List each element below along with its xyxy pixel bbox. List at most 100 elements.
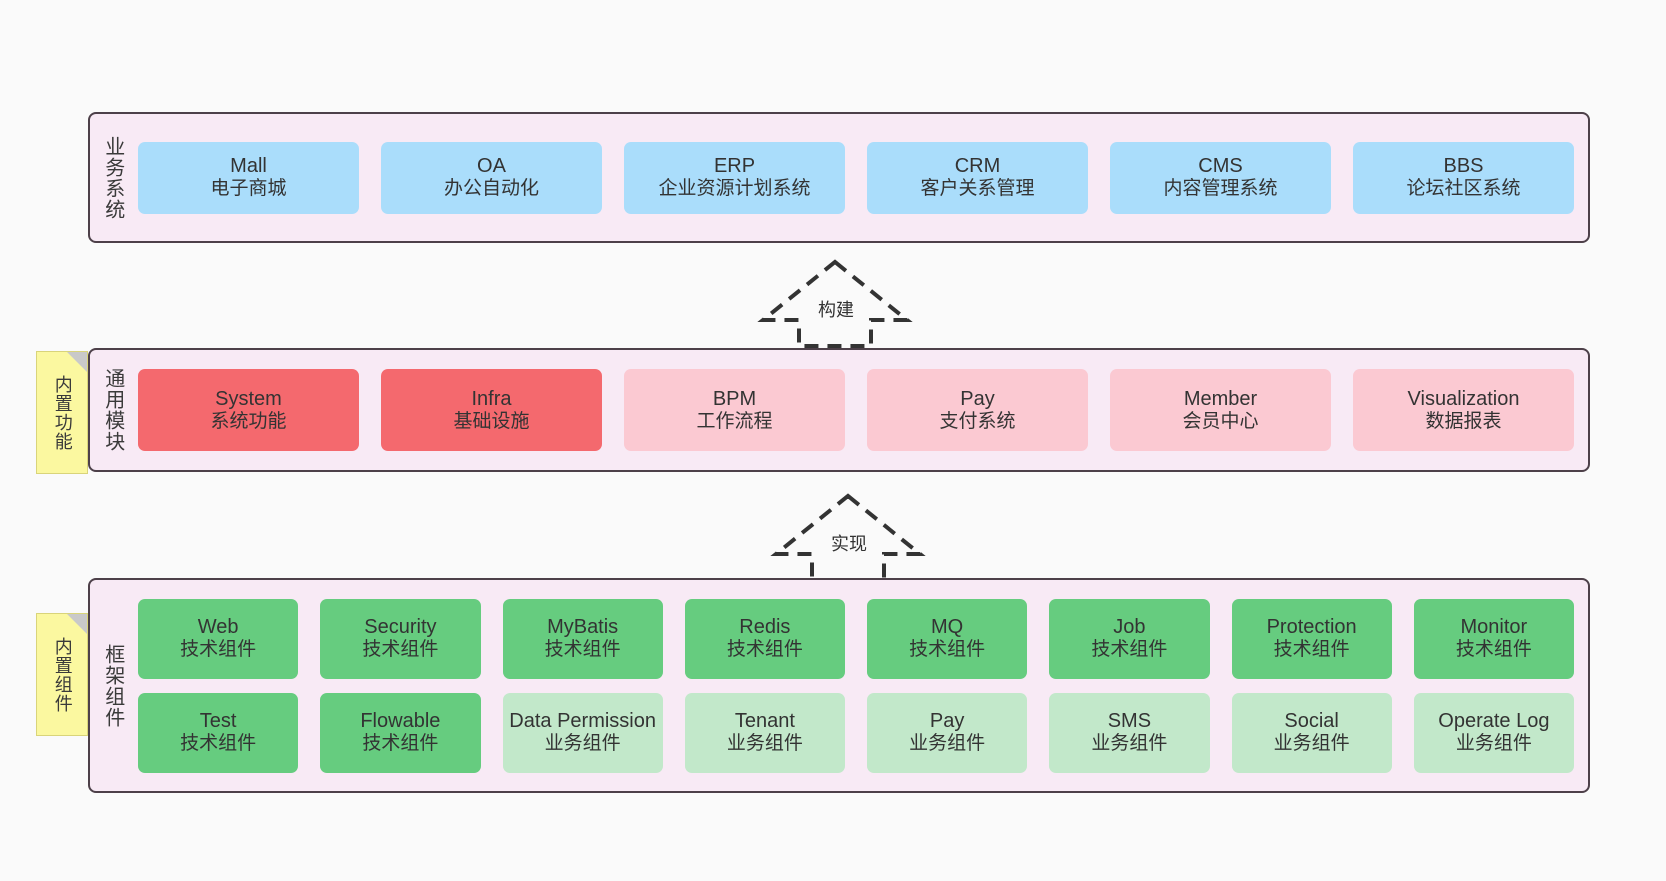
card-title: Operate Log	[1438, 710, 1550, 733]
card-job[interactable]: Job 技术组件	[1049, 598, 1210, 679]
card-system[interactable]: System 系统功能	[138, 369, 359, 451]
card-title: System	[215, 387, 282, 410]
card-subtitle: 业务组件	[544, 733, 621, 755]
card-operate-log[interactable]: Operate Log 业务组件	[1413, 692, 1574, 773]
sticky-note-builtin-components: 内置组件	[36, 613, 88, 736]
card-subtitle: 办公自动化	[443, 178, 539, 200]
card-subtitle: 技术组件	[362, 733, 439, 755]
card-subtitle: 技术组件	[726, 639, 803, 661]
card-pay-component[interactable]: Pay 业务组件	[867, 692, 1028, 773]
card-subtitle: 技术组件	[180, 733, 257, 755]
card-test[interactable]: Test 技术组件	[138, 692, 299, 773]
card-title: OA	[477, 155, 506, 178]
card-subtitle: 技术组件	[362, 639, 439, 661]
card-redis[interactable]: Redis 技术组件	[684, 598, 845, 679]
card-subtitle: 技术组件	[909, 639, 986, 661]
card-subtitle: 业务组件	[1455, 733, 1532, 755]
arrow-build: 构建	[755, 258, 915, 348]
card-bbs[interactable]: BBS 论坛社区系统	[1353, 141, 1574, 214]
card-title: BPM	[712, 387, 757, 410]
card-protection[interactable]: Protection 技术组件	[1231, 598, 1392, 679]
card-subtitle: 论坛社区系统	[1406, 178, 1521, 200]
arrow-label-implement: 实现	[831, 534, 867, 554]
layer-label-common-modules: 通用模块	[101, 368, 124, 452]
up-arrow-icon	[757, 259, 913, 348]
card-subtitle: 会员中心	[1182, 410, 1259, 432]
layer-common-modules: 通用模块 System 系统功能 Infra 基础设施 BPM 工作流程 Pay…	[88, 348, 1590, 472]
card-subtitle: 工作流程	[696, 410, 773, 432]
card-data-permission[interactable]: Data Permission 业务组件	[502, 692, 663, 773]
card-subtitle: 企业资源计划系统	[658, 178, 811, 200]
card-title: Pay	[929, 710, 965, 733]
card-social[interactable]: Social 业务组件	[1231, 692, 1392, 773]
card-pay-module[interactable]: Pay 支付系统	[867, 369, 1088, 451]
card-subtitle: 业务组件	[1091, 733, 1168, 755]
card-web[interactable]: Web 技术组件	[138, 598, 299, 679]
card-mq[interactable]: MQ 技术组件	[867, 598, 1028, 679]
card-title: Web	[197, 616, 239, 639]
layer-label-business-system: 业务系统	[101, 135, 124, 220]
card-erp[interactable]: ERP 企业资源计划系统	[624, 141, 845, 214]
card-subtitle: 技术组件	[1091, 639, 1168, 661]
arrow-label-build: 构建	[818, 300, 854, 320]
card-bpm[interactable]: BPM 工作流程	[624, 369, 845, 451]
sticky-note-label: 内置组件	[52, 636, 73, 713]
card-cms[interactable]: CMS 内容管理系统	[1110, 141, 1331, 214]
card-title: BBS	[1443, 155, 1484, 178]
card-title: Flowable	[360, 710, 441, 733]
card-mybatis[interactable]: MyBatis 技术组件	[502, 598, 663, 679]
card-title: Protection	[1266, 616, 1357, 639]
layer-business-system: 业务系统 Mall 电子商城 OA 办公自动化 ERP 企业资源计划系统 CRM…	[88, 112, 1590, 243]
card-subtitle: 业务组件	[1273, 733, 1350, 755]
card-subtitle: 业务组件	[909, 733, 986, 755]
card-grid-business-system: Mall 电子商城 OA 办公自动化 ERP 企业资源计划系统 CRM 客户关系…	[134, 114, 1588, 241]
card-title: Monitor	[1460, 616, 1528, 639]
card-title: SMS	[1107, 710, 1152, 733]
card-security[interactable]: Security 技术组件	[320, 598, 481, 679]
sticky-note-label: 内置功能	[52, 374, 73, 451]
card-title: Tenant	[734, 710, 795, 733]
card-flowable[interactable]: Flowable 技术组件	[320, 692, 481, 773]
card-subtitle: 内容管理系统	[1163, 178, 1278, 200]
card-subtitle: 系统功能	[210, 410, 287, 432]
card-title: Infra	[471, 387, 512, 410]
card-title: Pay	[960, 387, 995, 410]
card-member[interactable]: Member 会员中心	[1110, 369, 1331, 451]
card-grid-framework-components: Web 技术组件 Security 技术组件 MyBatis 技术组件 Redi…	[134, 580, 1588, 791]
layer-label-framework-components: 框架组件	[101, 643, 124, 728]
arrow-implement: 实现	[768, 492, 928, 582]
card-title: CRM	[954, 155, 1001, 178]
card-title: Social	[1284, 710, 1339, 733]
card-title: Mall	[230, 155, 267, 178]
sticky-note-builtin-features: 内置功能	[36, 351, 88, 474]
card-title: Security	[364, 616, 437, 639]
card-title: MQ	[931, 616, 964, 639]
card-subtitle: 电子商城	[210, 178, 287, 200]
card-title: MyBatis	[547, 616, 619, 639]
card-title: Member	[1183, 387, 1258, 410]
card-crm[interactable]: CRM 客户关系管理	[867, 141, 1088, 214]
card-tenant[interactable]: Tenant 业务组件	[684, 692, 845, 773]
card-subtitle: 数据报表	[1425, 410, 1502, 432]
card-mall[interactable]: Mall 电子商城	[138, 141, 359, 214]
card-subtitle: 基础设施	[453, 410, 530, 432]
card-row: Test 技术组件 Flowable 技术组件 Data Permission …	[138, 692, 1574, 773]
card-title: CMS	[1198, 155, 1243, 178]
card-visualization[interactable]: Visualization 数据报表	[1353, 369, 1574, 451]
card-oa[interactable]: OA 办公自动化	[381, 141, 602, 214]
card-subtitle: 业务组件	[726, 733, 803, 755]
card-title: Redis	[739, 616, 791, 639]
card-subtitle: 客户关系管理	[920, 178, 1035, 200]
card-monitor[interactable]: Monitor 技术组件	[1413, 598, 1574, 679]
card-title: Test	[199, 710, 237, 733]
card-title: Job	[1113, 616, 1146, 639]
card-title: ERP	[713, 155, 756, 178]
card-subtitle: 技术组件	[544, 639, 621, 661]
card-grid-common-modules: System 系统功能 Infra 基础设施 BPM 工作流程 Pay 支付系统…	[134, 350, 1588, 470]
card-row: Web 技术组件 Security 技术组件 MyBatis 技术组件 Redi…	[138, 598, 1574, 679]
card-title: Visualization	[1407, 387, 1520, 410]
card-subtitle: 支付系统	[939, 410, 1016, 432]
card-infra[interactable]: Infra 基础设施	[381, 369, 602, 451]
card-sms[interactable]: SMS 业务组件	[1049, 692, 1210, 773]
